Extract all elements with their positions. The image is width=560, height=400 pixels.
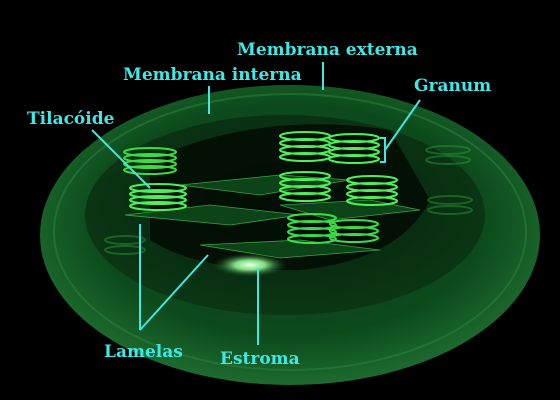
granum-stack-low-2 <box>329 219 379 243</box>
granum-stack-top-2 <box>328 133 380 164</box>
label-stroma: Estroma <box>220 349 300 369</box>
label-thylakoid: Tilacóide <box>27 109 115 129</box>
leader-granum <box>380 99 421 163</box>
label-outer-membrane: Membrana externa <box>237 40 418 60</box>
label-granum: Granum <box>414 76 492 96</box>
stroma-glow <box>212 253 288 277</box>
leader-thylakoid <box>91 129 151 189</box>
granum-stack-mid-1 <box>279 171 331 202</box>
granum-stack-low-1 <box>287 213 337 244</box>
granum-stack-mid-2 <box>346 175 398 206</box>
outer-membrane-rim <box>53 93 527 371</box>
label-inner-membrane: Membrana interna <box>123 65 302 85</box>
label-lamellae: Lamelas <box>104 342 183 362</box>
leader-lines <box>91 62 421 345</box>
leader-lamellae-2 <box>139 254 209 331</box>
granum-stack-left-upper <box>123 147 177 175</box>
granum-stack-right-faint <box>104 145 473 255</box>
granum-stack-left <box>129 183 187 211</box>
